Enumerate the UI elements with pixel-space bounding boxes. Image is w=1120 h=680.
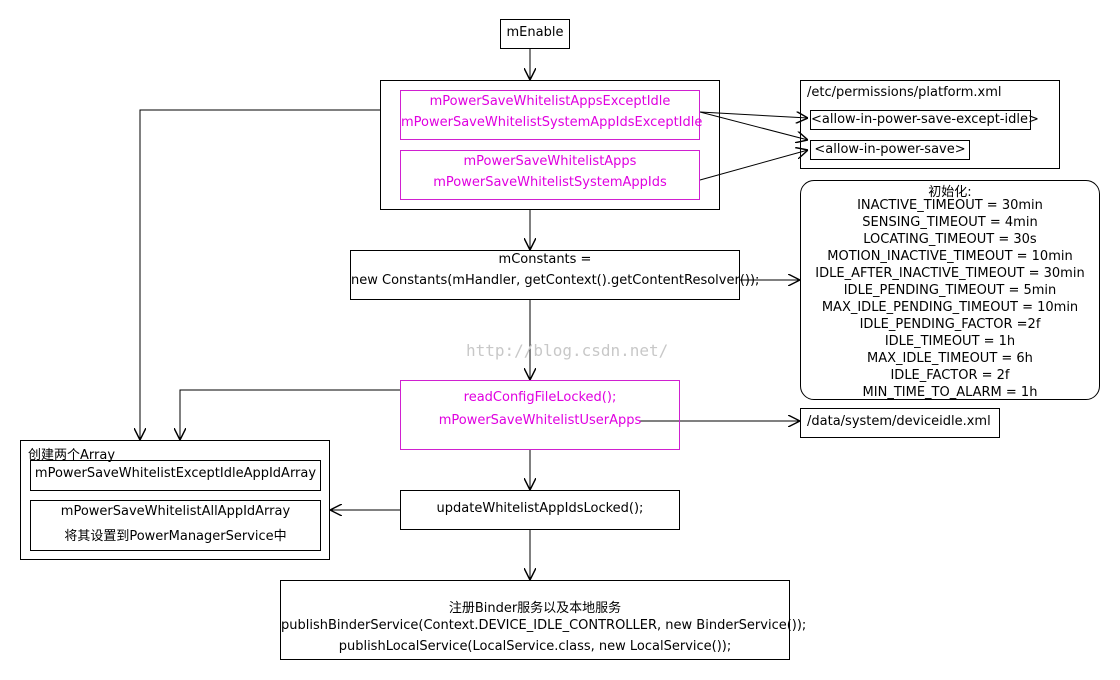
- arrow-group1-to-platform-xml: [699, 112, 808, 118]
- init-item: IDLE_FACTOR = 2f: [890, 368, 1010, 383]
- whitelist-user-apps-label: mPowerSaveWhitelistUserApps: [438, 413, 642, 428]
- init-item: MIN_TIME_TO_ALARM = 1h: [862, 385, 1038, 400]
- update-whitelist-label: updateWhitelistAppIdsLocked();: [436, 501, 644, 516]
- whitelist-system-appids-label: mPowerSaveWhitelistSystemAppIds: [433, 175, 667, 190]
- all-appid-array-label: mPowerSaveWhitelistAllAppIdArray: [60, 504, 291, 519]
- except-idle-appid-array-box: mPowerSaveWhitelistExceptIdleAppIdArray: [30, 460, 321, 491]
- m-enable-node: mEnable: [500, 19, 570, 49]
- power-manager-service-label: 将其设置到PowerManagerService中: [64, 529, 287, 544]
- arrays-title: 创建两个Array: [28, 448, 116, 463]
- whitelist-container: mPowerSaveWhitelistAppsExceptIdle mPower…: [380, 80, 720, 210]
- init-item: IDLE_PENDING_TIMEOUT = 5min: [843, 283, 1057, 298]
- whitelist-apps-except-idle-label: mPowerSaveWhitelistAppsExceptIdle: [429, 94, 671, 109]
- platform-xml-path: /etc/permissions/platform.xml: [807, 85, 1002, 100]
- publish-binder-service-label: publishBinderService(Context.DEVICE_IDLE…: [281, 618, 807, 633]
- read-config-node: readConfigFileLocked(); mPowerSaveWhitel…: [400, 380, 680, 450]
- arrow-group1-to-power-save-tag: [699, 111, 808, 140]
- watermark-text: http://blog.csdn.net/: [466, 341, 669, 360]
- init-item: IDLE_AFTER_INACTIVE_TIMEOUT = 30min: [815, 266, 1085, 281]
- deviceidle-xml-path: /data/system/deviceidle.xml: [807, 414, 991, 429]
- platform-xml-node: /etc/permissions/platform.xml <allow-in-…: [800, 80, 1060, 169]
- arrow-group2-to-power-save-tag: [699, 150, 808, 181]
- init-defaults-node: 初始化: INACTIVE_TIMEOUT = 30min SENSING_TI…: [800, 180, 1100, 400]
- whitelist-except-idle-box: mPowerSaveWhitelistAppsExceptIdle mPower…: [400, 90, 703, 140]
- arrays-container: 创建两个Array mPowerSaveWhitelistExceptIdleA…: [20, 440, 330, 560]
- constants-node: mConstants = new Constants(mHandler, get…: [350, 250, 760, 300]
- update-whitelist-node: updateWhitelistAppIdsLocked();: [400, 490, 680, 530]
- read-config-label: readConfigFileLocked();: [463, 390, 617, 405]
- whitelist-apps-label: mPowerSaveWhitelistApps: [463, 154, 637, 169]
- all-appid-array-box: mPowerSaveWhitelistAllAppIdArray 将其设置到Po…: [30, 500, 321, 551]
- init-title: 初始化:: [928, 185, 972, 200]
- allow-in-power-save-tag: <allow-in-power-save>: [810, 140, 970, 160]
- constants-line-1: mConstants =: [498, 252, 592, 267]
- init-item: IDLE_PENDING_FACTOR =2f: [859, 317, 1041, 332]
- init-item: MAX_IDLE_PENDING_TIMEOUT = 10min: [821, 300, 1079, 315]
- constants-line-2: new Constants(mHandler, getContext().get…: [351, 273, 760, 288]
- init-item: LOCATING_TIMEOUT = 30s: [863, 232, 1037, 247]
- m-enable-label: mEnable: [506, 25, 564, 40]
- publish-title: 注册Binder服务以及本地服务: [448, 601, 622, 616]
- init-item: SENSING_TIMEOUT = 4min: [862, 215, 1038, 230]
- init-item: MOTION_INACTIVE_TIMEOUT = 10min: [827, 249, 1073, 264]
- allow-in-power-save-label: <allow-in-power-save>: [814, 142, 966, 157]
- deviceidle-xml-node: /data/system/deviceidle.xml: [800, 408, 1000, 438]
- init-item: MAX_IDLE_TIMEOUT = 6h: [867, 351, 1033, 366]
- init-item: IDLE_TIMEOUT = 1h: [884, 334, 1016, 349]
- whitelist-apps-box: mPowerSaveWhitelistApps mPowerSaveWhitel…: [400, 150, 700, 200]
- arrow-whitelist-to-arrays: [140, 109, 380, 440]
- allow-in-power-save-except-idle-label: <allow-in-power-save-except-idle>: [811, 112, 1039, 127]
- allow-in-power-save-except-idle-tag: <allow-in-power-save-except-idle>: [810, 110, 1039, 130]
- publish-services-node: 注册Binder服务以及本地服务 publishBinderService(Co…: [280, 580, 807, 660]
- except-idle-appid-array-label: mPowerSaveWhitelistExceptIdleAppIdArray: [34, 466, 317, 481]
- arrow-readconfig-to-arrays: [180, 389, 400, 440]
- init-item: INACTIVE_TIMEOUT = 30min: [857, 198, 1043, 213]
- publish-local-service-label: publishLocalService(LocalService.class, …: [338, 639, 732, 654]
- whitelist-system-appids-except-idle-label: mPowerSaveWhitelistSystemAppIdsExceptIdl…: [401, 115, 703, 130]
